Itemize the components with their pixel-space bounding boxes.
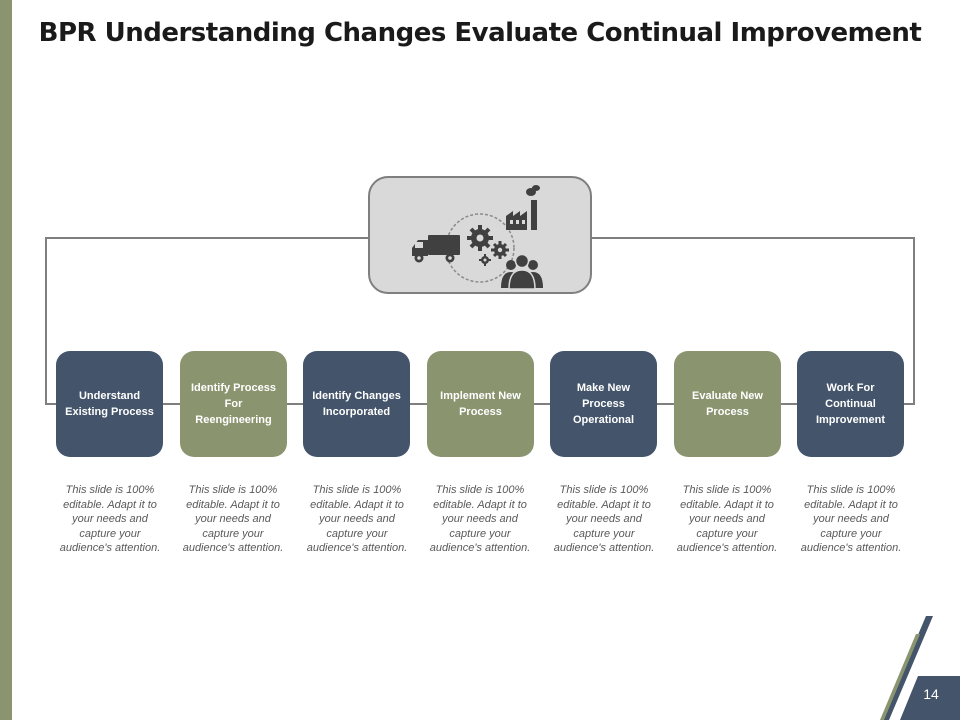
truck-icon: [412, 235, 460, 263]
central-hub: [368, 176, 592, 294]
step-box-6: Evaluate New Process: [674, 351, 781, 457]
step-description-1: This slide is 100% editable. Adapt it to…: [59, 484, 161, 554]
corner-stripe-olive: [880, 634, 920, 720]
step-box-5: Make New Process Operational: [550, 351, 657, 457]
step-box-7: Work For Continual Improvement: [797, 351, 904, 457]
left-bracket-line: [45, 237, 368, 405]
slide-title: BPR Understanding Changes Evaluate Conti…: [38, 18, 922, 48]
step-description-7: This slide is 100% editable. Adapt it to…: [800, 484, 902, 554]
gears-icon: [467, 225, 509, 266]
step-box-3: Identify Changes Incorporated: [303, 351, 410, 457]
people-icon: [501, 253, 543, 290]
step-box-2: Identify Process For Reengineering: [180, 351, 287, 457]
step-description-2: This slide is 100% editable. Adapt it to…: [182, 484, 284, 554]
step-box-1: Understand Existing Process: [56, 351, 163, 457]
step-description-6: This slide is 100% editable. Adapt it to…: [676, 484, 778, 554]
step-description-4: This slide is 100% editable. Adapt it to…: [429, 484, 531, 554]
step-description-5: This slide is 100% editable. Adapt it to…: [553, 484, 655, 554]
right-bracket-line: [592, 237, 915, 405]
page-number-badge: [900, 676, 960, 720]
left-accent-bar: [0, 0, 12, 720]
step-box-4: Implement New Process: [427, 351, 534, 457]
step-description-3: This slide is 100% editable. Adapt it to…: [306, 484, 408, 554]
page-number: 14: [923, 686, 939, 702]
factory-icon: [506, 185, 540, 230]
